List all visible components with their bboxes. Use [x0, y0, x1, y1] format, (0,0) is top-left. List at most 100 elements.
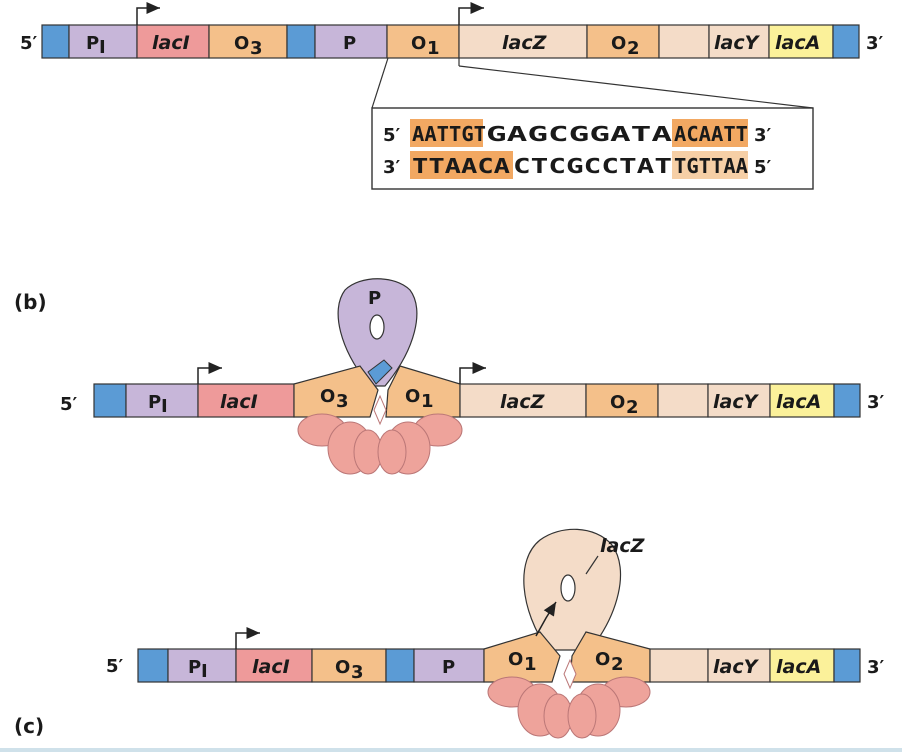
- promoter-pi-box: [68, 24, 138, 59]
- lacz-box: [458, 24, 588, 59]
- seq-top-five: 5′: [383, 125, 401, 146]
- b-spacer-blue-2: [833, 383, 861, 418]
- panel-b-five-prime: 5′: [60, 394, 78, 415]
- spacer-blue-3: [832, 24, 860, 59]
- c-lacz-tail-box: [649, 648, 709, 683]
- seq-bottom-right-highlight: [672, 151, 748, 179]
- o3-label: O: [234, 33, 249, 54]
- c-loop-label: lacZ: [600, 535, 646, 557]
- seq-bottom-left: TTAACA: [412, 154, 510, 178]
- lacz-label: lacZ: [502, 32, 548, 54]
- c-o3-sub: 3: [351, 662, 364, 683]
- b-lacy-label: lacY: [713, 391, 760, 413]
- c-o1-label: O: [508, 649, 523, 670]
- promoter-pi-sub: I: [99, 37, 106, 58]
- seq-top-mid: GAGCGGATA: [486, 122, 672, 146]
- c-o2-label: O: [595, 649, 610, 670]
- c-spacer-blue-2: [385, 648, 415, 683]
- b-lacz-label: lacZ: [500, 391, 546, 413]
- laca-box: [768, 24, 834, 59]
- seq-bottom-mid: CTCGCCTAT: [513, 154, 672, 178]
- panel-c-dna: 5′ P I lacI O 3 P lacZ O 1 O 2 lacY lacA…: [106, 528, 885, 739]
- b-loop-label: P: [368, 288, 381, 309]
- spacer-blue-2: [286, 24, 316, 59]
- b-o3-label: O: [320, 386, 335, 407]
- b-lacy-box: [707, 383, 771, 418]
- zoom-line-right: [458, 65, 814, 109]
- laci-promoter-arrow: [136, 2, 160, 25]
- seq-top-left-highlight: [410, 119, 483, 147]
- b-o2-sub: 2: [626, 397, 639, 418]
- zoom-line-left: [371, 57, 389, 109]
- promoter-pi-label: P: [86, 33, 99, 54]
- o2-sub: 2: [627, 38, 640, 59]
- o1-sub: 1: [427, 38, 440, 59]
- b-o2-box: [585, 383, 659, 418]
- b-o3-box: [293, 365, 379, 418]
- seq-top-right-highlight: [672, 119, 748, 147]
- c-spacer-blue-3: [833, 648, 861, 683]
- c-o3-label: O: [335, 657, 350, 678]
- b-o3-sub: 3: [336, 391, 349, 412]
- b-lacz-promoter-arrow: [459, 362, 486, 384]
- c-laci-box: [235, 648, 313, 683]
- seq-bottom-five: 5′: [754, 157, 772, 178]
- c-lacy-box: [707, 648, 771, 683]
- panel-c-label: (c): [14, 714, 44, 738]
- b-o1-sub: 1: [421, 391, 434, 412]
- o2-label: O: [611, 33, 626, 54]
- c-laci-label: lacI: [252, 656, 290, 678]
- panel-a-dna: 5′ P I lacI O 3 P O 1 lacZ O 2 lacY lacA…: [20, 2, 884, 109]
- b-promoter-pi-sub: I: [161, 396, 168, 417]
- o3-box: [208, 24, 288, 59]
- c-promoter-pi-sub: I: [201, 661, 208, 682]
- panel-c-five-prime: 5′: [106, 656, 124, 677]
- c-loop-leader-line: [585, 555, 599, 575]
- c-promoter-p-box: [413, 648, 485, 683]
- c-laca-label: lacA: [776, 656, 821, 678]
- b-lac-repressor: [297, 394, 463, 475]
- c-promoter-pi-label: P: [188, 657, 201, 678]
- panel-a-three-prime: 3′: [866, 33, 884, 54]
- seq-bottom-three: 3′: [383, 157, 401, 178]
- operator-sequence-box: 5′ AATTGT GAGCGGATA ACAATT 3′ 3′ TTAACA …: [371, 107, 814, 190]
- c-loop-hole: [560, 574, 576, 602]
- bottom-edge-bar: [0, 748, 902, 752]
- panel-c-three-prime: 3′: [867, 657, 885, 678]
- c-o2-sub: 2: [611, 654, 624, 675]
- b-lacz-tail-box: [657, 383, 709, 418]
- b-o2-label: O: [610, 392, 625, 413]
- b-laca-box: [769, 383, 835, 418]
- c-o1-box: [483, 631, 561, 683]
- lacy-box: [708, 24, 770, 59]
- seq-top-right: ACAATT: [674, 122, 748, 146]
- c-o3-box: [311, 648, 387, 683]
- c-promoter-pi-box: [167, 648, 237, 683]
- c-laci-promoter-arrow: [235, 627, 260, 649]
- panel-b-label: (b): [14, 290, 47, 314]
- c-lacz-promoter-arrow: [535, 601, 557, 637]
- b-promoter-pi-box: [125, 383, 199, 418]
- b-o1-label: O: [405, 386, 420, 407]
- b-loop-blue-segment: [367, 359, 393, 385]
- b-spacer-blue-1: [93, 383, 127, 418]
- panel-b-three-prime: 3′: [867, 392, 885, 413]
- o1-box: [386, 24, 460, 59]
- seq-top-three: 3′: [754, 125, 772, 146]
- panel-a-five-prime: 5′: [20, 33, 38, 54]
- lacz-tail-box: [658, 24, 710, 59]
- c-lacy-label: lacY: [713, 656, 760, 678]
- spacer-blue-1: [41, 24, 70, 59]
- seq-top-left: AATTGT: [412, 122, 486, 146]
- lacy-label: lacY: [714, 32, 761, 54]
- b-lacz-box: [459, 383, 587, 418]
- panel-b-dna: 5′ P I lacI P O 3 O 1 lacZ O 2 lacY lacA…: [60, 278, 885, 475]
- seq-bottom-left-highlight: [410, 151, 513, 179]
- b-promoter-pi-label: P: [148, 392, 161, 413]
- promoter-p-label: P: [343, 33, 356, 54]
- laci-box: [136, 24, 210, 59]
- b-laci-label: lacI: [220, 391, 258, 413]
- c-promoter-p-label: P: [442, 657, 455, 678]
- o3-sub: 3: [250, 38, 263, 59]
